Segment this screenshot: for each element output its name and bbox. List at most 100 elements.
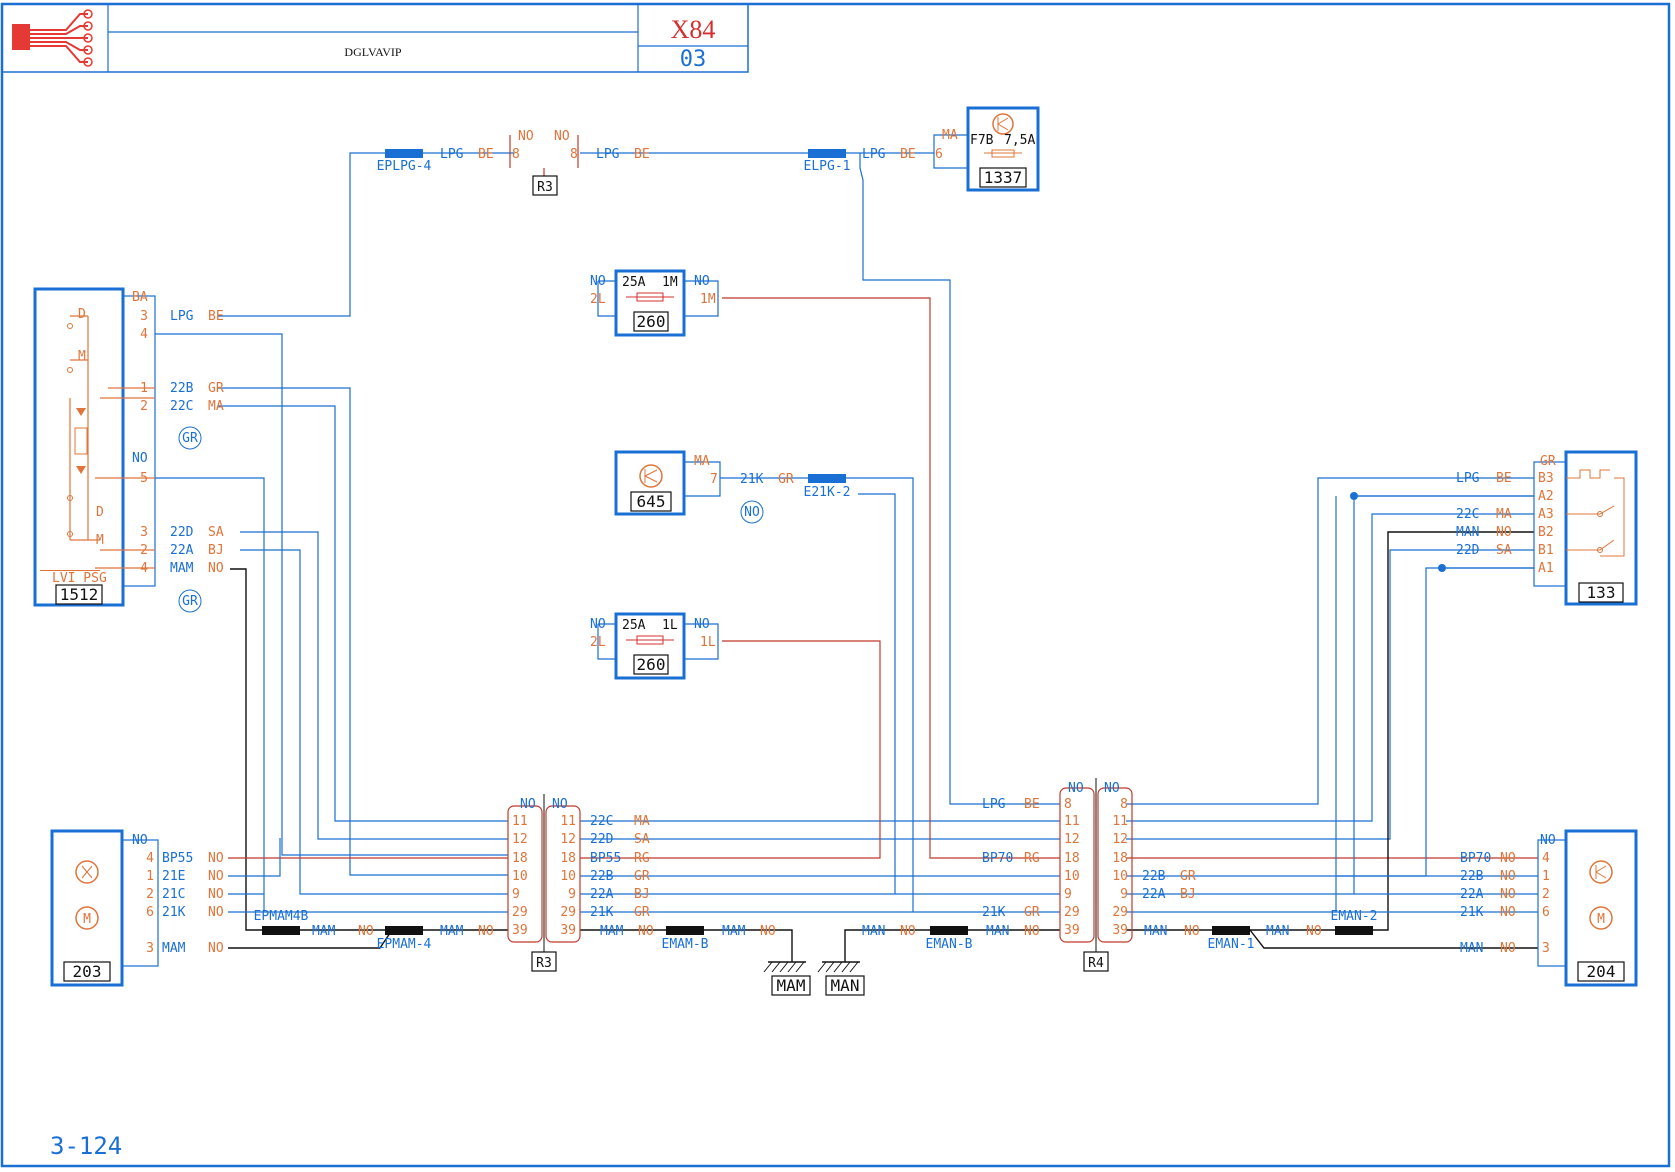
r3-right-pin: 18: [560, 851, 576, 866]
pin-1512-wire: 22D: [170, 525, 194, 540]
component-204: M 204 NO: [1537, 829, 1638, 987]
splice-elpg1-label: ELPG-1: [804, 159, 851, 174]
pin-1512-number: 4: [140, 561, 148, 576]
r4-wire-color: GR: [1180, 869, 1196, 884]
r4-right-pin: 9: [1120, 887, 1128, 902]
r4-right-pin: 12: [1112, 832, 1128, 847]
ground-wire-labels: MAM NO MAM NO MAM NO MAM NO MAN NO MAN N…: [312, 924, 1322, 939]
relay-icon: [1589, 860, 1613, 884]
svg-text:8: 8: [512, 147, 520, 162]
pin-204-number: 6: [1542, 905, 1550, 920]
r3-left-pin: 18: [512, 851, 528, 866]
pin-1512-color: BJ: [208, 543, 224, 558]
svg-text:NO: NO: [132, 833, 148, 848]
svg-text:MA: MA: [694, 454, 710, 469]
r4-left-pin: 11: [1064, 814, 1080, 829]
svg-text:1M: 1M: [700, 292, 716, 307]
pin-1512-number: 3: [140, 309, 148, 324]
pin-1512-color: GR: [208, 381, 224, 396]
motor-icon: [1589, 906, 1613, 930]
splice-emanb-label: EMAN-B: [926, 937, 973, 952]
r3-left-pin: 11: [512, 814, 528, 829]
svg-text:NO: NO: [760, 924, 776, 939]
page-reference: 3-124: [50, 1132, 122, 1160]
svg-text:MAM: MAM: [722, 924, 746, 939]
fuse-260-b: 25A 1L 260 NO 2L NO 1L: [590, 612, 719, 680]
relay-icon: [639, 464, 663, 488]
svg-text:NO: NO: [132, 451, 148, 466]
pin-133-wire: 22D: [1456, 543, 1480, 558]
pin-204-color: NO: [1500, 869, 1516, 884]
motor-icon: [75, 906, 99, 930]
r3-right-pin: 10: [560, 869, 576, 884]
svg-text:BE: BE: [634, 147, 650, 162]
r4-wire-color: BJ: [1180, 887, 1196, 902]
r3-left-pin: 10: [512, 869, 528, 884]
svg-text:BA: BA: [132, 290, 148, 305]
r4-wire: BP70: [982, 851, 1013, 866]
svg-text:M: M: [83, 912, 91, 927]
svg-text:NO: NO: [1184, 924, 1200, 939]
r3-right-pin: 12: [560, 832, 576, 847]
svg-text:NO: NO: [590, 617, 606, 632]
r3-wire-color: SA: [634, 832, 650, 847]
r4-left-pin: 29: [1064, 905, 1080, 920]
r4-wire: 21K: [982, 905, 1006, 920]
splice-emamb-label: EMAM-B: [662, 937, 709, 952]
r3-left-pin: 12: [512, 832, 528, 847]
splice-eplpg4-label: EPLPG-4: [377, 159, 432, 174]
svg-text:NO: NO: [638, 924, 654, 939]
svg-text:1M: 1M: [662, 275, 678, 290]
svg-text:M: M: [1597, 912, 1605, 927]
r4-left-pin: 39: [1064, 923, 1080, 938]
svg-text:MA: MA: [942, 128, 958, 143]
pin-1512-number: 5: [140, 471, 148, 486]
splice-epmam4-label: EPMAM-4: [377, 937, 432, 952]
r3-right-pin: 39: [560, 923, 576, 938]
r4-left-pin: 10: [1064, 869, 1080, 884]
pin-203-wire: 21C: [162, 887, 185, 902]
pin-204-number: 2: [1542, 887, 1550, 902]
r3-wire: 22A: [590, 887, 614, 902]
pin-204-number: 4: [1542, 851, 1550, 866]
r3-wire-color: MA: [634, 814, 650, 829]
svg-text:NO: NO: [1306, 924, 1322, 939]
fuse-260-b-id: 260: [637, 655, 666, 674]
pin-133-color: MA: [1496, 507, 1512, 522]
component-645: 645 MA 7 21K GR: [614, 450, 794, 516]
pin-1512-wire: 22C: [170, 399, 193, 414]
pin-204-wire: MAN: [1460, 941, 1483, 956]
component-645-id: 645: [637, 492, 666, 511]
svg-text:MAN: MAN: [986, 924, 1009, 939]
r4-right-pin: 29: [1112, 905, 1128, 920]
svg-text:LVI PSG: LVI PSG: [52, 571, 107, 586]
pin-204-wire: BP70: [1460, 851, 1491, 866]
connector-r4: NO NO R4: [1059, 778, 1133, 972]
gr-mark-2: GR: [182, 594, 198, 609]
pin-133-number: A1: [1538, 561, 1554, 576]
r3-top-label: R3: [537, 180, 553, 195]
doc-title: DGLVAVIP: [344, 45, 401, 59]
r4-left-pin: 12: [1064, 832, 1080, 847]
r3-left-pin: 39: [512, 923, 528, 938]
pin-203-color: NO: [208, 887, 224, 902]
r3-wire: 22B: [590, 869, 614, 884]
pin-1512-number: 2: [140, 399, 148, 414]
svg-text:NO: NO: [478, 924, 494, 939]
pin-133-color: NO: [1496, 525, 1512, 540]
pin-1512-color: MA: [208, 399, 224, 414]
svg-text:8: 8: [570, 147, 578, 162]
svg-text:2L: 2L: [590, 292, 606, 307]
pin-133-number: A3: [1538, 507, 1554, 522]
pin-133-wire: LPG: [1456, 471, 1480, 486]
r3-left-pin: 29: [512, 905, 528, 920]
svg-text:MAN: MAN: [1266, 924, 1289, 939]
ground-man-label: MAN: [831, 976, 860, 995]
svg-text:25A: 25A: [622, 275, 646, 290]
splices: EPLPG-4 ELPG-1 E21K-2 EPMAM4B EPMAM-4 EM…: [254, 149, 1378, 952]
splice-eman2-label: EMAN-2: [1331, 909, 1378, 924]
svg-text:GR: GR: [1540, 454, 1556, 469]
